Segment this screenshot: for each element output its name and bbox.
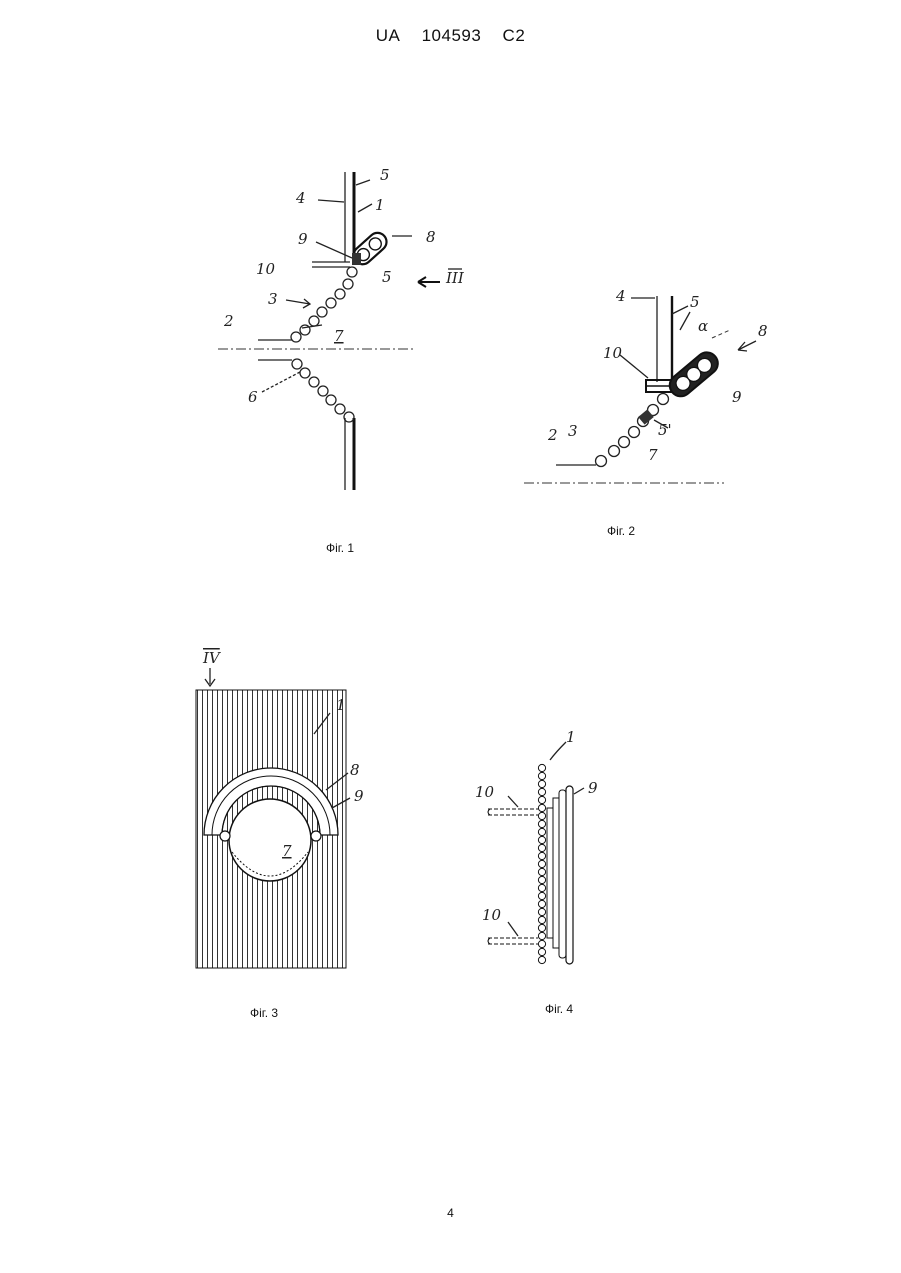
figure-4-caption: Фіг. 4 [545,1002,573,1016]
fig2-label-alpha: α [698,317,708,335]
fig1-label-6: 6 [248,388,258,406]
figure-4-drawing [488,742,584,964]
fig2-label-5: 5 [690,293,700,311]
fig4-label-10-bottom: 10 [482,906,502,924]
figure-1-caption: Фіг. 1 [326,541,354,555]
fig2-label-10: 10 [603,344,623,362]
fig2-label-4: 4 [615,287,626,305]
fig1-label-III: III [445,269,465,287]
fig3-label-9: 9 [354,787,364,805]
fig1-label-5: 5 [380,166,390,184]
figure-2-drawing [524,296,756,483]
fig1-label-3: 3 [268,290,278,308]
fig2-label-9: 9 [732,388,742,406]
fig3-label-1: 1 [336,696,346,714]
fig1-label-4: 4 [295,189,306,207]
fig2-label-7: 7 [648,446,658,464]
fig3-label-7: 7 [282,842,292,860]
fig2-label-2: 2 [547,426,558,444]
figure-2-caption: Фіг. 2 [607,524,635,538]
fig2-label-5prime: 5' [658,421,672,439]
fig1-label-7: 7 [334,327,344,345]
fig4-label-9: 9 [588,779,598,797]
fig4-label-1: 1 [566,728,576,746]
fig2-label-8: 8 [758,322,768,340]
fig1-label-9: 9 [298,230,308,248]
fig4-label-10-top: 10 [475,783,495,801]
fig1-label-10: 10 [256,260,276,278]
figure-3-drawing [196,668,350,968]
fig1-label-5b: 5 [382,268,392,286]
fig1-label-8: 8 [426,228,436,246]
fig3-label-IV: IV [202,649,222,667]
figure-4-labels: 1 10 9 10 [475,728,598,924]
fig1-label-2: 2 [223,312,234,330]
fig1-label-1: 1 [375,196,385,214]
fig2-label-3: 3 [568,422,578,440]
page-number: 4 [0,1206,901,1220]
fig3-label-8: 8 [350,761,360,779]
figure-3-caption: Фіг. 3 [250,1006,278,1020]
